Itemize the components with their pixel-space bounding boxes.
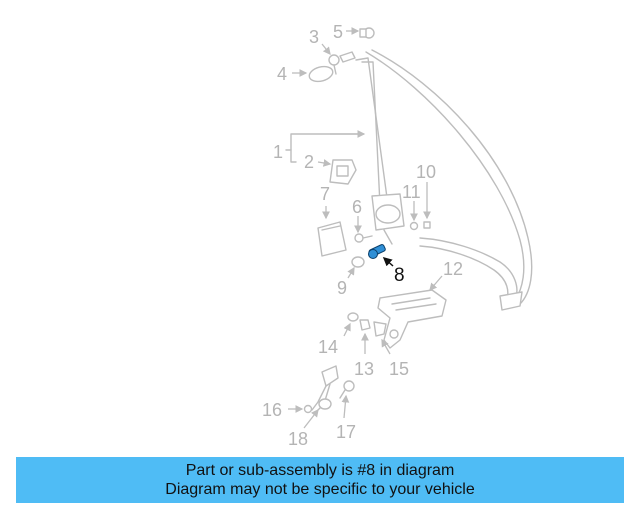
part-3-bolt <box>328 51 356 75</box>
label-2: 2 <box>304 152 314 172</box>
label-11: 11 <box>402 182 421 202</box>
label-16: 16 <box>262 400 282 420</box>
part-7-cover <box>317 221 347 257</box>
leader-lines <box>285 27 443 429</box>
part-labels: 5 3 4 1 2 7 6 11 10 8 9 12 14 13 15 16 1… <box>262 22 463 449</box>
seat-belt-webbing <box>355 49 533 311</box>
info-banner: Part or sub-assembly is #8 in diagram Di… <box>16 457 624 503</box>
label-14: 14 <box>318 337 338 357</box>
label-3: 3 <box>309 27 319 47</box>
label-8: 8 <box>394 265 405 286</box>
part-10-fastener <box>423 221 431 229</box>
part-2-guide <box>329 159 357 185</box>
part-16-bolt <box>303 404 313 414</box>
part-12-anchor <box>377 289 447 349</box>
part-15-bracket <box>373 321 387 337</box>
label-18: 18 <box>288 429 308 449</box>
part-13-nut <box>359 319 371 331</box>
part-18-washer <box>318 398 332 410</box>
label-15: 15 <box>389 359 409 379</box>
part-11-fastener <box>409 221 419 231</box>
banner-line-2: Diagram may not be specific to your vehi… <box>165 481 475 498</box>
part-9-washer <box>351 256 365 268</box>
part-6-bolt <box>354 233 373 243</box>
banner-line-1: Part or sub-assembly is #8 in diagram <box>185 462 455 479</box>
parts-diagram: 5 3 4 1 2 7 6 11 10 8 9 12 14 13 15 16 1… <box>262 22 533 449</box>
label-10: 10 <box>416 162 436 182</box>
part-14-washer <box>347 312 359 322</box>
label-6: 6 <box>352 197 362 217</box>
label-7: 7 <box>320 184 330 204</box>
label-12: 12 <box>443 259 463 279</box>
part-5-bolt <box>359 27 375 39</box>
label-17: 17 <box>336 422 356 442</box>
part-4-cap <box>308 65 334 83</box>
label-4: 4 <box>277 64 287 84</box>
label-1: 1 <box>273 142 283 162</box>
label-9: 9 <box>337 278 347 298</box>
part-8-bolt-highlighted <box>368 244 386 259</box>
label-13: 13 <box>354 359 374 379</box>
retractor <box>371 193 405 245</box>
label-5: 5 <box>333 22 343 42</box>
part-17-bolt <box>339 380 355 399</box>
